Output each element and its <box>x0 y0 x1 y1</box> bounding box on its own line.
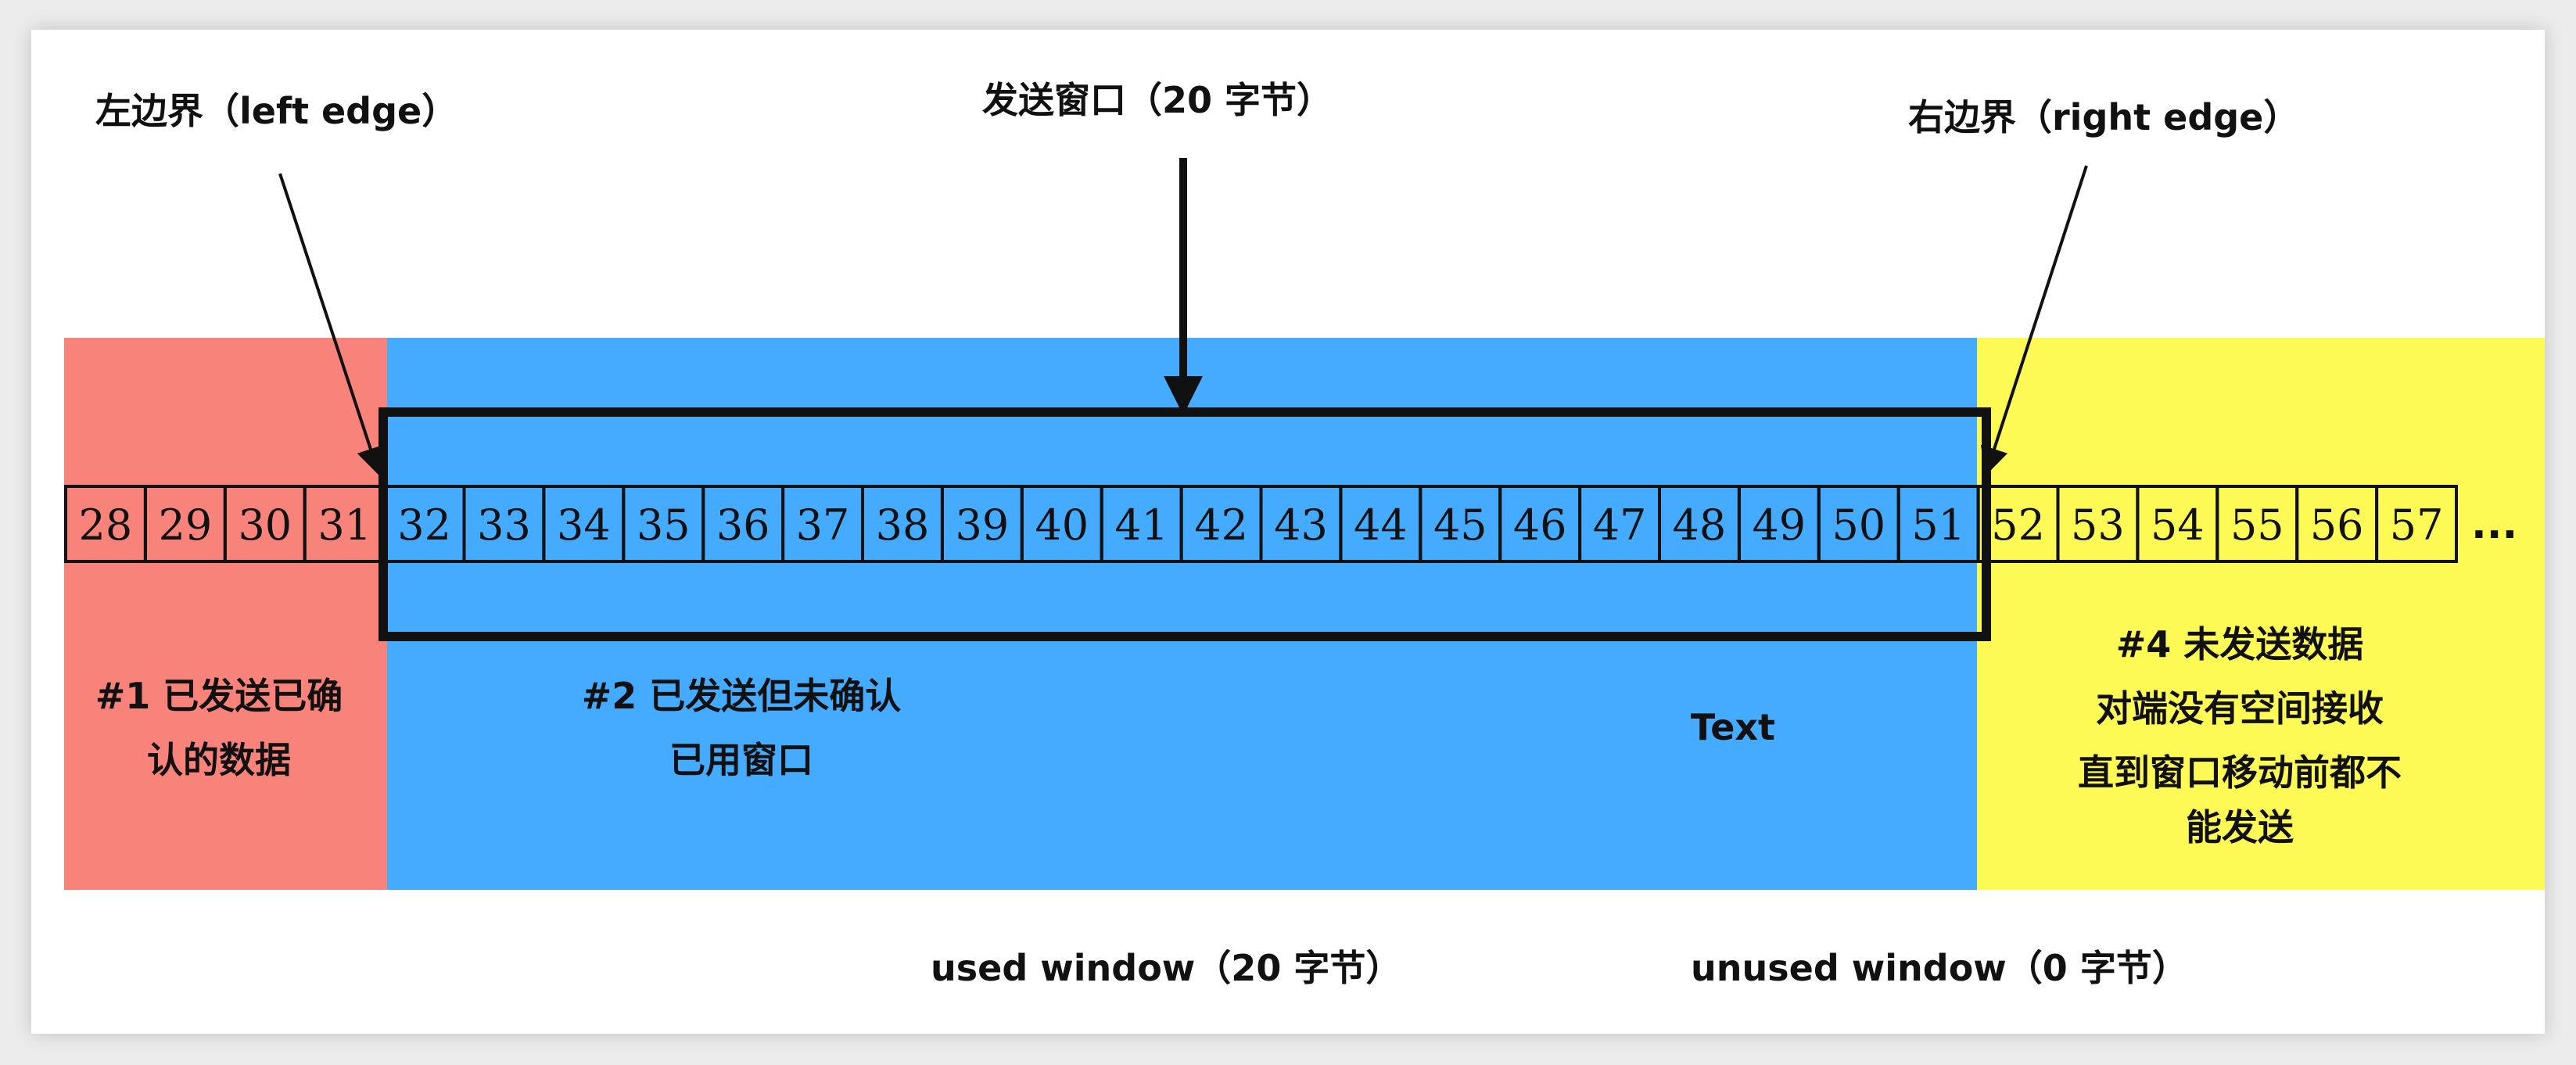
byte-number: 56 <box>2310 500 2364 550</box>
sent-unacked-line-1: #2 已发送但未确认 <box>582 675 902 717</box>
byte-number: 38 <box>876 500 930 550</box>
byte-number: 33 <box>477 500 531 550</box>
byte-number: 35 <box>637 500 691 550</box>
not-sendable-line-2: 对端没有空间接收 <box>2096 687 2384 730</box>
byte-number: 43 <box>1274 500 1328 550</box>
byte-number: 52 <box>1991 500 2045 550</box>
byte-number: 55 <box>2230 500 2284 550</box>
byte-number: 30 <box>238 500 292 550</box>
byte-number: 37 <box>796 500 850 550</box>
byte-number: 29 <box>159 500 213 550</box>
byte-number: 51 <box>1911 500 1965 550</box>
byte-cell <box>2375 485 2459 563</box>
byte-number: 49 <box>1752 500 1806 550</box>
byte-number: 39 <box>956 500 1010 550</box>
not-sendable-line-4: 能发送 <box>2186 806 2294 848</box>
byte-number: 34 <box>557 500 611 550</box>
sent-unacked-line-2: 已用窗口 <box>669 739 813 781</box>
region-sent-acked <box>64 338 387 890</box>
byte-number: 31 <box>318 500 371 550</box>
region-not-sendable <box>1977 338 2545 890</box>
byte-number: 45 <box>1433 500 1487 550</box>
unused-window-label: unused window（0 字节） <box>1691 947 2188 989</box>
send-window-label: 发送窗口（20 字节） <box>982 79 1333 121</box>
left-edge-arrow <box>278 173 384 476</box>
byte-number: 41 <box>1114 500 1168 550</box>
byte-number: 47 <box>1593 500 1647 550</box>
text-placeholder: Text <box>1691 706 1775 748</box>
byte-number: 42 <box>1194 500 1248 550</box>
ellipsis: ... <box>2471 501 2517 548</box>
not-sendable-line-3: 直到窗口移动前都不 <box>2078 751 2402 794</box>
byte-number: 54 <box>2151 500 2205 550</box>
byte-number: 46 <box>1513 500 1567 550</box>
byte-number: 53 <box>2071 500 2125 550</box>
sent-acked-line-1: #1 已发送已确 <box>95 675 343 717</box>
byte-number: 28 <box>79 500 133 550</box>
byte-number: 32 <box>397 500 451 550</box>
region-sent-unacked <box>387 338 1977 890</box>
used-window-label: used window（20 字节） <box>931 947 1401 989</box>
left-edge-label: 左边界（left edge） <box>95 90 457 132</box>
right-edge-arrow <box>1980 165 2088 476</box>
byte-number: 50 <box>1832 500 1885 550</box>
byte-number: 57 <box>2390 500 2444 550</box>
sent-acked-line-2: 认的数据 <box>147 739 291 781</box>
byte-number: 44 <box>1354 500 1408 550</box>
byte-cells: 28 29 30 31 32 33 34 35 36 37 38 39 40 41 42 43 44 45 46 47… <box>64 485 2459 563</box>
byte-number: 48 <box>1673 500 1727 550</box>
right-edge-label: 右边界（right edge） <box>1908 96 2299 138</box>
byte-number: 36 <box>716 500 770 550</box>
not-sendable-line-1: #4 未发送数据 <box>2116 623 2364 665</box>
byte-number: 40 <box>1035 500 1089 550</box>
